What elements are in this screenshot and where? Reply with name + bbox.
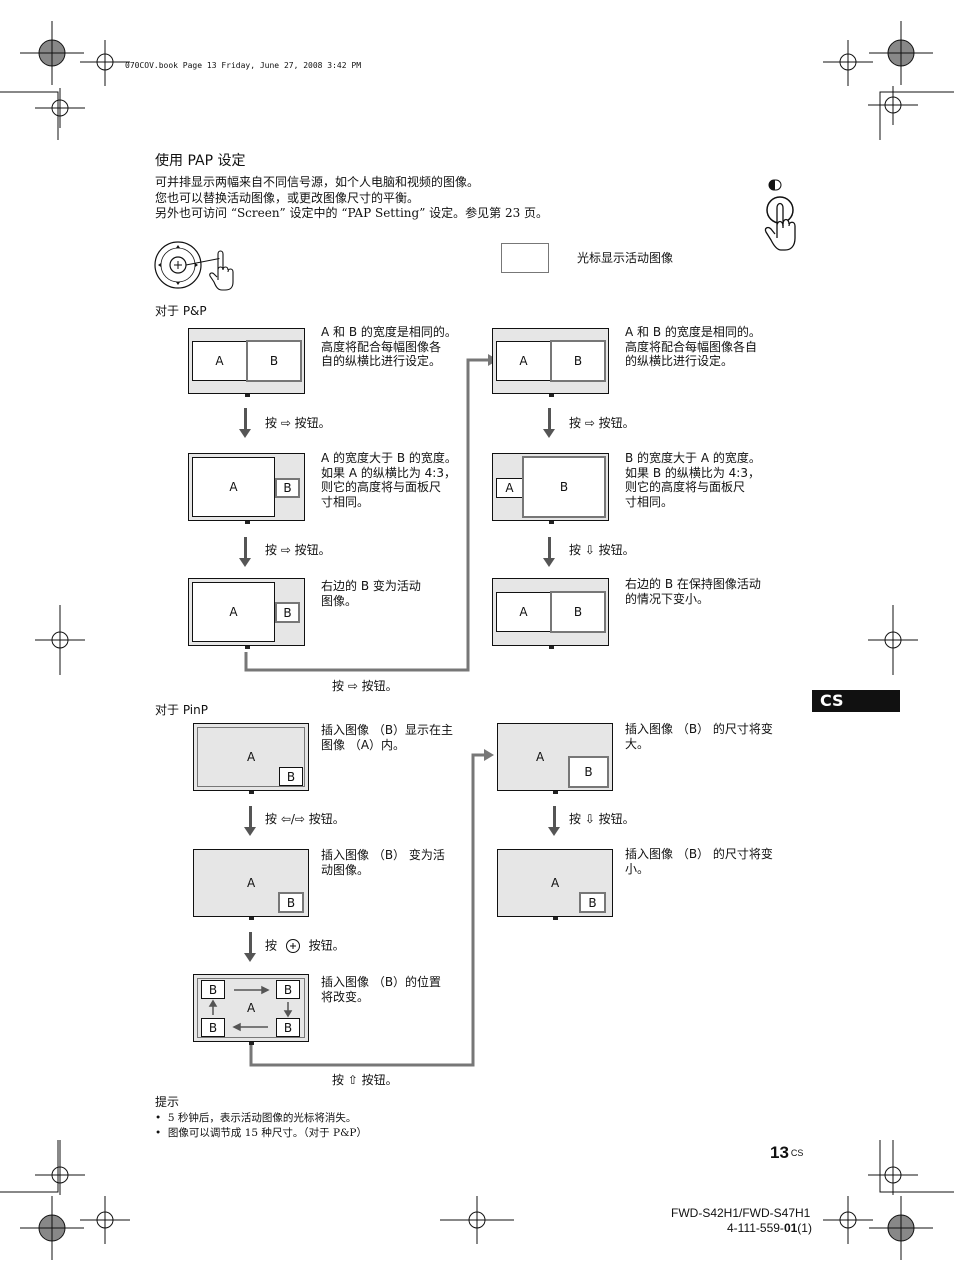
pane-b-active: B [246,340,302,382]
main-image-a: A [247,750,256,764]
print-header: 070COV.book Page 13 Friday, June 27, 200… [125,61,362,70]
main-image-a: A [536,750,545,764]
pp-left-desc-2: A 的宽度大于 B 的宽度。如果 A 的纵横比为 4:3，则它的高度将与面板尺寸… [321,451,457,509]
position-cycle-arrows [208,985,293,1032]
pinp-left-step-1: 按 ⇦/⇨ 按钮。 [265,812,345,826]
pane-a: A [192,582,275,642]
intro-line-2: 您也可以替换活动图像，或更改图像尺寸的平衡。 [155,191,420,205]
cursor-legend-box [501,243,549,273]
tv-pp-right-2: A B [492,453,609,524]
pp-right-desc-1: A 和 B 的宽度是相同的。高度将配合每幅图像各自的纵横比进行设定。 [625,325,761,368]
part-number: 4-111-559-01(1) [727,1221,812,1235]
pane-b-bottom-left: B [201,1018,225,1037]
pp-right-desc-3: 右边的 B 在保持图像活动的情况下变小。 [625,577,761,606]
pinp-left-step-2: 按 按钮。 [265,938,345,953]
tip-item: • 5 秒钟后，表示活动图像的光标将消失。 [155,1112,357,1124]
down-arrow [548,806,560,836]
pane-a: A [192,457,275,517]
tv-pp-right-3: A B [492,578,609,649]
pp-left-step-2: 按 ⇨ 按钮。 [265,543,331,557]
pap-button-icon [764,179,796,251]
pane-a: A [496,341,551,381]
pp-right-step-1: 按 ⇨ 按钮。 [569,416,635,430]
main-image-a: A [247,876,256,890]
tv-pp-left-2: A B [188,453,305,524]
joystick-center-icon [285,939,300,953]
flow-connector-pp [244,354,498,672]
cursor-legend-text: 光标显示活动图像 [577,251,674,265]
pp-left-desc-3: 右边的 B 变为活动图像。 [321,579,421,608]
pane-a: A [496,592,551,632]
tips-title: 提示 [155,1095,180,1109]
pane-a: A [496,478,523,498]
pane-a: A [192,341,247,381]
intro-line-1: 可并排显示两幅来自不同信号源，如个人电脑和视频的图像。 [155,175,480,189]
tv-pinp-right-1: A B [497,723,613,794]
pane-b-active: B [275,602,300,623]
pinp-left-desc-3: 插入图像 （B）的位置将改变。 [321,975,442,1004]
down-arrow [244,806,256,836]
down-arrow [239,537,251,567]
pinp-left-step-3: 按 ⇧ 按钮。 [332,1073,398,1087]
pane-b: B [279,767,303,786]
intro-line-3: 另外也可访问 “Screen” 设定中的 “PAP Setting” 设定。参见… [155,206,549,220]
pane-b-active: B [275,478,300,498]
pinp-right-desc-2: 插入图像 （B） 的尺寸将变小。 [625,847,773,876]
pp-left-desc-1: A 和 B 的宽度是相同的。高度将配合每幅图像各自的纵横比进行设定。 [321,325,457,368]
pane-b-active: B [550,340,606,382]
tv-pinp-left-3: B B B B A [193,974,309,1045]
pane-b-top-right: B [276,980,300,999]
tip-item: • 图像可以调节成 15 种尺寸。（对于 P&P） [155,1127,367,1139]
tv-pinp-left-2: A B [193,849,309,920]
pane-b-bottom-right: B [276,1018,300,1037]
model-number: FWD-S42H1/FWD-S47H1 [671,1206,811,1220]
tv-pinp-right-2: A B [497,849,613,920]
joystick-icon [154,241,234,291]
pinp-left-desc-2: 插入图像 （B） 变为活动图像。 [321,848,445,877]
main-image-a: A [551,876,560,890]
pane-b-active: B [550,591,606,633]
section-pp-title: 对于 P&P [155,304,207,318]
pane-b-top-left: B [201,980,225,999]
pp-left-step-3: 按 ⇨ 按钮。 [332,679,398,693]
down-arrow [239,408,251,438]
pane-b-active: B [278,892,304,913]
pinp-right-step-1: 按 ⇩ 按钮。 [569,812,635,826]
pane-b-active: B [568,756,609,788]
main-image-a: A [247,1001,256,1015]
section-pinp-title: 对于 PinP [155,703,208,717]
pp-right-desc-2: B 的宽度大于 A 的宽度。如果 B 的纵横比为 4:3，则它的高度将与面板尺寸… [625,451,761,509]
language-tab: CS [812,690,900,712]
pinp-left-desc-1: 插入图像 （B）显示在主图像 （A）内。 [321,723,454,752]
tv-pp-left-1: A B [188,328,305,397]
pinp-right-desc-1: 插入图像 （B） 的尺寸将变大。 [625,722,773,751]
pane-b-active: B [522,456,606,518]
down-arrow [543,408,555,438]
down-arrow [543,537,555,567]
down-arrow [244,932,256,962]
pp-left-step-1: 按 ⇨ 按钮。 [265,416,331,430]
page-title: 使用 PAP 设定 [155,153,246,169]
flow-connector-pinp [249,749,494,1067]
pp-right-step-2: 按 ⇩ 按钮。 [569,543,635,557]
tv-pp-left-3: A B [188,578,305,649]
pane-b-active: B [579,892,606,913]
tv-pinp-left-1: A B [193,723,309,794]
tv-pp-right-1: A B [492,328,609,397]
